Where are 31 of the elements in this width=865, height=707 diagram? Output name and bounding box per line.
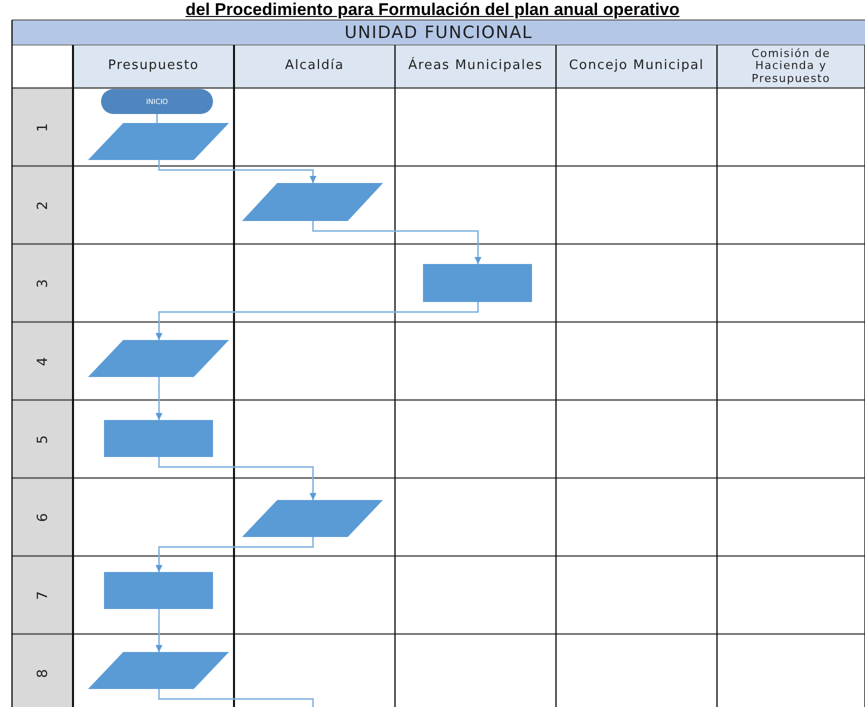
process-rectangle <box>104 420 213 457</box>
row-number: 1 <box>12 88 73 166</box>
process-rectangle <box>104 572 213 609</box>
arrow <box>158 160 316 183</box>
parallelogram-shape <box>242 183 383 221</box>
column-header: Alcaldía <box>234 45 395 88</box>
arrow <box>156 609 162 652</box>
page-title: del Procedimiento para Formulación del plan anual operativo <box>184 0 681 20</box>
column-header: Concejo Municipal <box>556 45 717 88</box>
row-number: 2 <box>12 166 73 244</box>
arrow <box>312 221 482 264</box>
parallelogram-shape <box>88 123 229 160</box>
parallelogram-shape <box>242 500 383 537</box>
row-number: 4 <box>12 322 73 400</box>
parallelogram-shape <box>88 652 229 689</box>
arrow <box>156 377 162 420</box>
column-header: Áreas Municipales <box>395 45 556 88</box>
parallelogram-shape <box>88 340 229 377</box>
row-number: 7 <box>12 556 73 634</box>
row-number: 3 <box>12 244 73 322</box>
column-header: Comisión de Hacienda y Presupuesto <box>717 45 865 88</box>
column-header: Presupuesto <box>73 45 234 88</box>
row-number: 5 <box>12 400 73 478</box>
table-header: UNIDAD FUNCIONAL <box>12 20 865 45</box>
process-rectangle <box>423 264 532 302</box>
row-number: 6 <box>12 478 73 556</box>
arrow <box>156 537 314 572</box>
row-number: 8 <box>12 634 73 707</box>
arrow <box>156 302 479 340</box>
connector-line <box>158 689 314 707</box>
arrow <box>158 457 316 500</box>
